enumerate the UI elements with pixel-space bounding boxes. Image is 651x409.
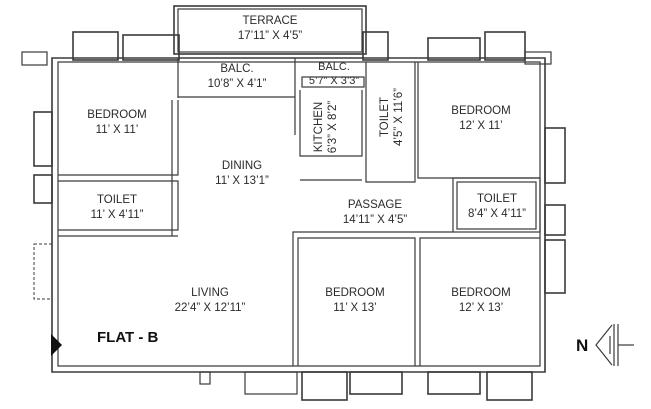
room-size: 5’7” X 3’3” <box>308 75 360 87</box>
room-name: KITCHEN <box>313 101 325 153</box>
room-size: 6’3” X 8’2” <box>327 100 339 154</box>
room-name: TOILET <box>379 96 391 138</box>
room-toilet-2: TOILET 4’5” X 11’6” <box>378 88 406 146</box>
terrace-inner <box>177 8 363 53</box>
room-size: 22’4” X 12’11” <box>174 302 246 314</box>
room-size: 10’8” X 4’1” <box>207 78 267 90</box>
inner-wall <box>57 61 541 367</box>
room-name: BEDROOM <box>451 105 511 117</box>
room-name: LIVING <box>191 287 229 299</box>
room-size: 11’ X 4’11” <box>90 209 144 221</box>
room-size: 17’11” X 4’5” <box>237 30 303 42</box>
room-toilet-1: TOILET 11’ X 4’11” <box>91 193 144 223</box>
room-dining: DINING 11’ X 13’1” <box>215 159 269 189</box>
ledge <box>427 37 481 61</box>
room-name: BALC. <box>318 61 350 73</box>
room-kitchen: KITCHEN 6’3” X 8’2” <box>312 101 340 153</box>
room-balcony-1: BALC. 10’8” X 4’1” <box>208 62 267 92</box>
room-name: PASSAGE <box>347 199 403 211</box>
north-label: N <box>576 336 589 355</box>
room-name: TOILET <box>476 193 518 205</box>
room-name: BEDROOM <box>451 287 511 299</box>
north-arrow-icon <box>595 324 634 366</box>
room-name: BALC. <box>220 63 254 75</box>
room-name: DINING <box>221 160 263 172</box>
room-name: TOILET <box>96 194 138 206</box>
room-name: BEDROOM <box>325 287 385 299</box>
ledge <box>122 34 180 61</box>
room-size: 8’4” X 4’11” <box>468 208 526 220</box>
room-living: LIVING 22’4” X 12’11” <box>175 286 246 316</box>
room-name: BEDROOM <box>87 109 147 121</box>
room-balcony-2: BALC. 5’7” X 3’3” <box>309 60 359 88</box>
room-size: 14’11” X 4’5” <box>342 214 408 226</box>
room-size: 11’ X 13’ <box>333 302 377 314</box>
ledge <box>72 31 119 61</box>
entrance-arrow-icon <box>51 334 62 356</box>
room-terrace: TERRACE 17’11” X 4’5” <box>238 14 302 44</box>
room-size: 12’ X 11’ <box>459 120 503 132</box>
room-bedroom-1: BEDROOM 11’ X 11’ <box>87 108 146 138</box>
room-size: 4’5” X 11’6” <box>393 88 405 146</box>
room-passage: PASSAGE 14’11” X 4’5” <box>343 198 407 228</box>
room-toilet-3: TOILET 8’4” X 4’11” <box>468 192 526 222</box>
room-size: 12’ X 13’ <box>458 302 504 314</box>
ledge <box>362 31 389 61</box>
room-bedroom-2: BEDROOM 12’ X 11’ <box>451 104 510 134</box>
room-bedroom-4: BEDROOM 12’ X 13’ <box>451 286 510 316</box>
room-size: 11’ X 13’1” <box>215 175 269 187</box>
room-size: 11’ X 11’ <box>95 124 139 136</box>
terrace-outline <box>173 5 367 55</box>
room-bedroom-3: BEDROOM 11’ X 13’ <box>325 286 384 316</box>
ledge <box>484 31 526 61</box>
column <box>524 51 552 65</box>
flat-label: FLAT - B <box>97 329 159 346</box>
column <box>21 51 48 66</box>
room-name: TERRACE <box>242 15 298 27</box>
